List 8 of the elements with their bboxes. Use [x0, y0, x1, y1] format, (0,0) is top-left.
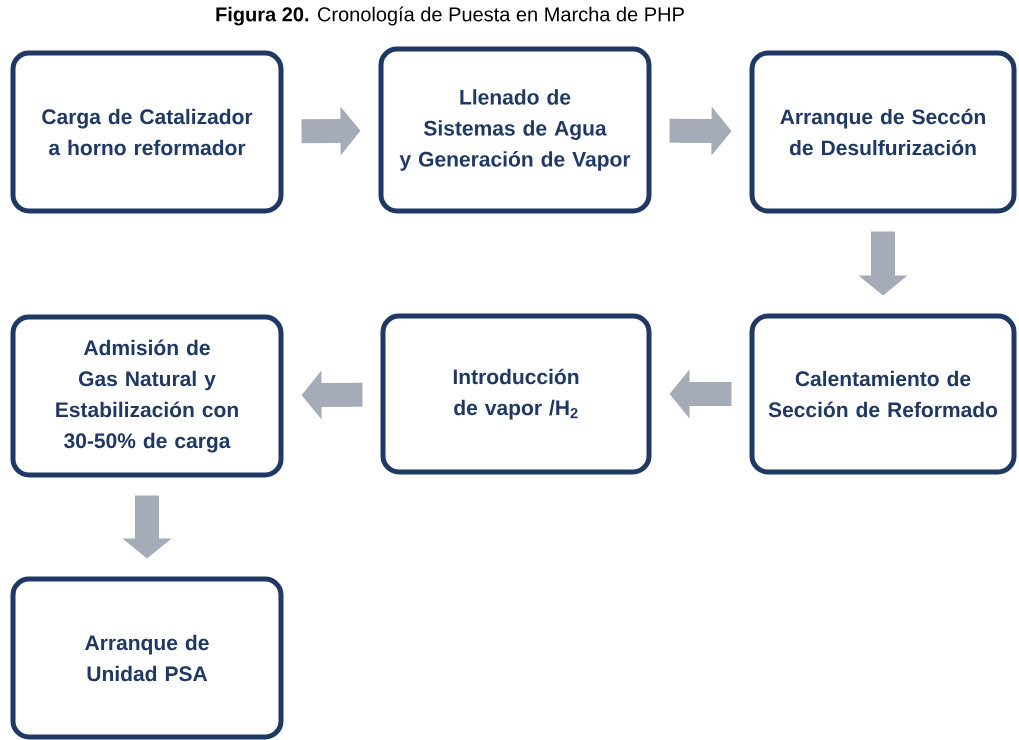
step-box: Calentamiento de Sección de Reformado [749, 313, 1017, 475]
step-box: Llenado de Sistemas de Agua y Generación de Vapor [378, 46, 652, 214]
step-box: Arranque de Seccón de Desulfurización [749, 50, 1017, 214]
step-box: Arranque de Unidad PSA [10, 576, 284, 740]
step-box: Introducción de vapor /H$_{2}$ [380, 313, 652, 475]
figure-title: Figura 20. Cronología de Puesta en Marcha de PHP [216, 6, 684, 26]
step-box: Carga de Catalizador a horno reformador [10, 50, 284, 214]
step-box: Admisión de Gas Natural y Estabilización con 30-50% de carga [10, 314, 284, 478]
